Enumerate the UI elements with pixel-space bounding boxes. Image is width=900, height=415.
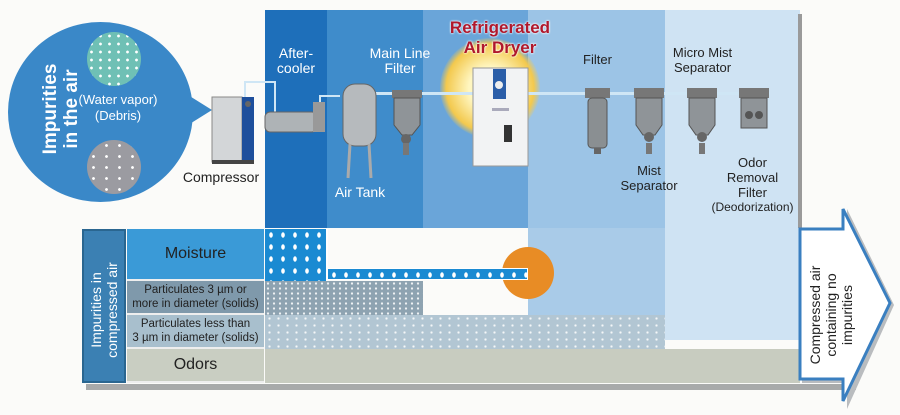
mist-separator-label: Mist Separator xyxy=(610,163,688,193)
main-line-filter-line2: Filter xyxy=(384,60,416,76)
particulates-large-line2: more in diameter (solids) xyxy=(132,298,259,310)
main-line-filter-line1: Main Line xyxy=(369,45,431,61)
aftercooler-icon xyxy=(264,95,340,133)
compressor-icon xyxy=(211,81,276,164)
dryer-title-line1: Refrigerated xyxy=(449,18,551,37)
odor-removal-filter-label: Odor Removal Filter (Deodorization) xyxy=(700,155,805,215)
dryer-title: Refrigerated Air Dryer xyxy=(430,18,570,58)
odor-column xyxy=(665,10,800,340)
aftercooler-line1: After- xyxy=(278,45,314,61)
micro-mist-separator-icon xyxy=(687,88,717,154)
micro-mist-line1: Micro Mist xyxy=(672,45,733,60)
moisture-drain-strip xyxy=(328,268,528,280)
filter-icon xyxy=(585,88,610,154)
odor-line1: Odor xyxy=(738,155,767,170)
panel-border xyxy=(798,14,802,228)
micro-mist-line2: Separator xyxy=(673,60,732,75)
equipment-illustrations xyxy=(211,67,769,179)
odors-bar xyxy=(265,349,800,383)
output-arrow-icon xyxy=(798,208,894,409)
refrigerated-dryer-icon xyxy=(472,67,529,167)
odor-line3: Filter xyxy=(738,185,767,200)
odor-removal-filter-icon xyxy=(739,88,769,129)
filter-label: Filter xyxy=(583,52,612,67)
main-line-filter-icon xyxy=(392,90,422,155)
row-label-particulates-large: Particulates 3 µm or more in diameter (so… xyxy=(127,281,264,315)
table-side-label xyxy=(82,229,126,383)
table-side-label-text: Impurities in compressed air xyxy=(88,233,120,387)
water-vapor-label: (Water vapor) xyxy=(78,92,158,107)
row-label-particulates-small: Particulates less than 3 µm in diameter (… xyxy=(127,315,264,349)
particulates-small-bar xyxy=(265,315,665,349)
water-vapor-icon xyxy=(87,32,141,86)
odor-line2: Removal xyxy=(726,170,779,185)
air-tank-icon xyxy=(342,83,377,179)
moisture-label: Moisture xyxy=(164,245,227,262)
row-label-moisture: Moisture xyxy=(127,229,264,281)
particulates-large-line1: Particulates 3 µm or xyxy=(144,284,247,296)
debris-label: (Debris) xyxy=(94,108,142,123)
compressor-label: Compressor xyxy=(182,169,260,185)
output-line1: Compressed air xyxy=(807,265,823,365)
main-line-filter-label: Main Line Filter xyxy=(360,46,440,76)
debris-icon xyxy=(87,140,141,194)
row-label-odors: Odors xyxy=(127,349,264,383)
bubble-pointer xyxy=(180,90,212,130)
odor-line4: (Deodorization) xyxy=(711,200,794,214)
table-shadow xyxy=(86,384,856,390)
particulates-small-line2: 3 µm in diameter (solids) xyxy=(132,332,259,344)
aftercooler-line2: cooler xyxy=(276,60,316,76)
dryer-title-line2: Air Dryer xyxy=(463,38,537,57)
aftercooler-label: After- cooler xyxy=(265,46,327,76)
particulates-small-line1: Particulates less than xyxy=(140,318,251,330)
mist-separator-line2: Separator xyxy=(620,178,678,193)
micro-mist-separator-label: Micro Mist Separator xyxy=(660,45,745,75)
air-pipe xyxy=(360,92,770,95)
side-label-line2: compressed air xyxy=(104,262,120,358)
mist-separator-icon xyxy=(634,88,664,154)
output-line2: containing no xyxy=(823,273,839,357)
bubble-items: (Water vapor) (Debris) xyxy=(68,92,168,124)
odors-label: Odors xyxy=(173,356,218,373)
output-line3: impurities xyxy=(839,285,855,345)
particulates-large-bar xyxy=(265,281,423,315)
mist-separator-line1: Mist xyxy=(637,163,661,178)
output-arrow-text: Compressed air containing no impurities xyxy=(807,255,855,375)
side-label-line1: Impurities in xyxy=(88,272,104,348)
air-tank-label: Air Tank xyxy=(334,184,386,200)
moisture-bar xyxy=(265,229,328,281)
